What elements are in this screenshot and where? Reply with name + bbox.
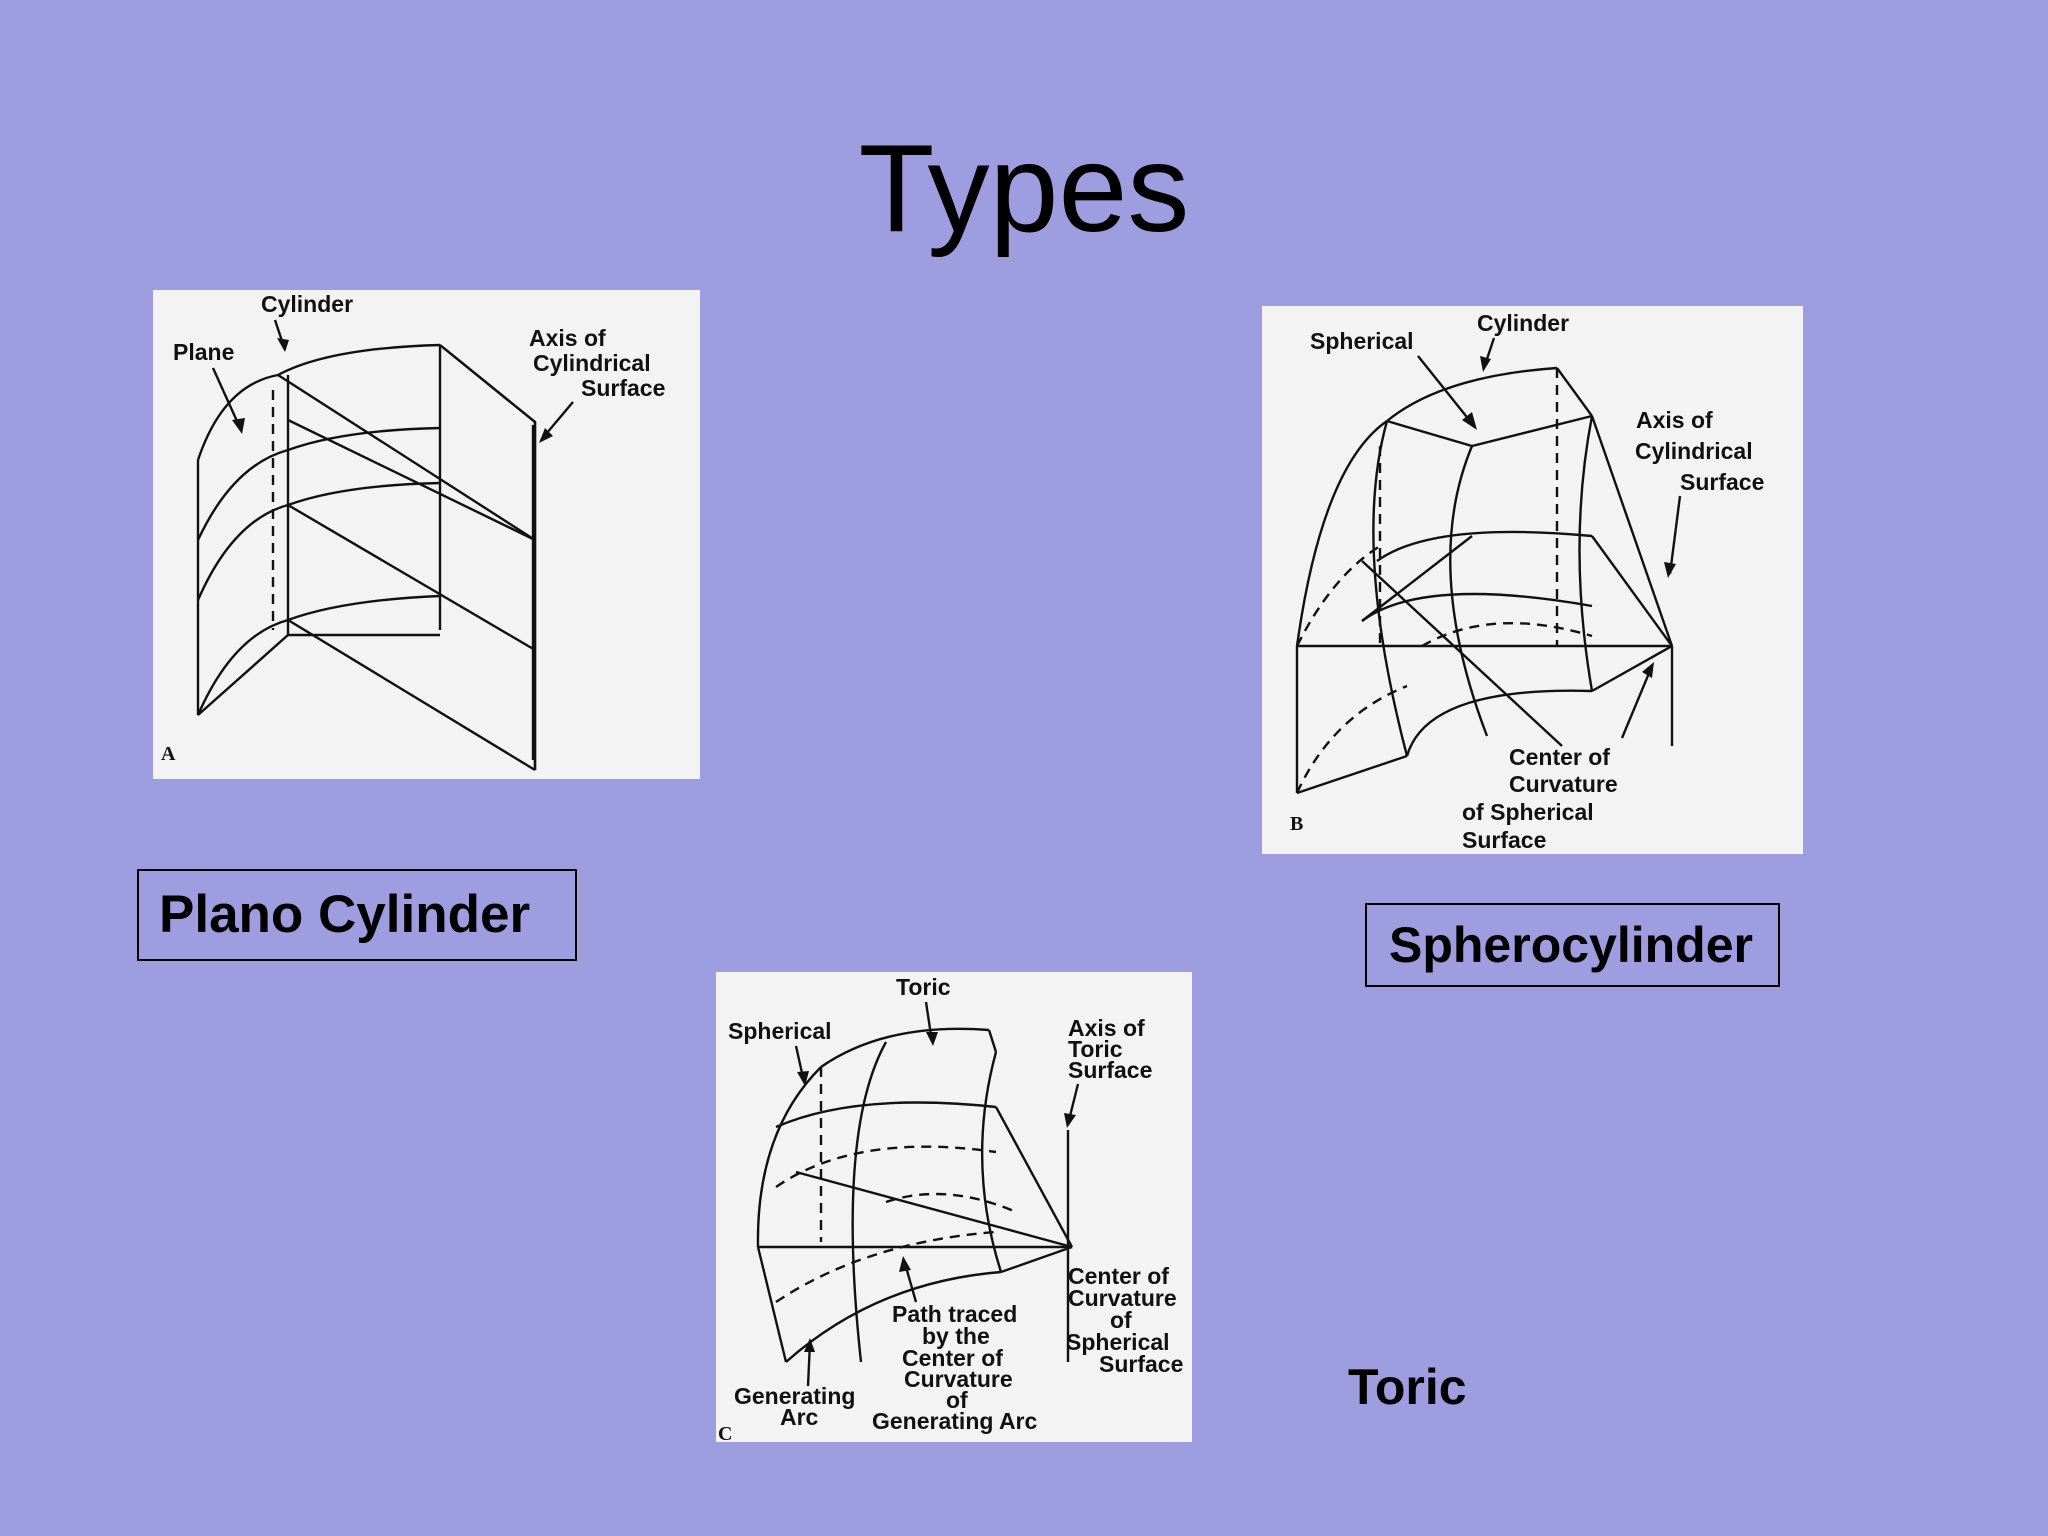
figure-b-spherocylinder: Spherical Cylinder Axis of Cylindrical S… [1262, 306, 1803, 854]
arrow-spherical [1417, 355, 1477, 430]
label-axis-3: Surface [1068, 1057, 1152, 1083]
label-path-4: Curvature [904, 1366, 1013, 1392]
plano-cylinder-shape [196, 343, 537, 772]
figure-letter-b: B [1290, 813, 1303, 835]
label-center-3: of [1110, 1307, 1132, 1333]
figure-letter-c: C [718, 1423, 732, 1442]
figure-c-toric: Toric Spherical Axis of Toric Surface Ce… [716, 972, 1192, 1442]
label-axis-1: Axis of [1068, 1015, 1145, 1041]
figure-c-diagram: Toric Spherical Axis of Toric Surface Ce… [718, 974, 1183, 1442]
caption-toric: Toric [1348, 1359, 1467, 1415]
spherocylinder-shape [1295, 366, 1674, 795]
label-center-2: Curvature [1509, 771, 1618, 797]
label-center-4: Surface [1462, 827, 1546, 853]
label-axis-2: Cylindrical [1635, 438, 1753, 464]
label-cylinder: Cylinder [1477, 310, 1569, 336]
arrow-center [1620, 662, 1654, 739]
arrow-path [899, 1256, 918, 1303]
label-center-2: Curvature [1068, 1285, 1177, 1311]
caption-plano-cylinder: Plano Cylinder [137, 869, 577, 961]
figure-b-diagram: Spherical Cylinder Axis of Cylindrical S… [1290, 310, 1764, 853]
arrow-toric [924, 1001, 938, 1046]
label-path-6: Generating Arc [872, 1408, 1038, 1434]
arrow-axis [1664, 495, 1682, 578]
arrow-spherical [794, 1045, 809, 1086]
label-center-1: Center of [1068, 1263, 1169, 1289]
label-spherical: Spherical [1310, 328, 1414, 354]
arrow-gen [804, 1338, 815, 1387]
label-path-1: Path traced [892, 1301, 1017, 1327]
label-center-4: Spherical [1066, 1329, 1170, 1355]
label-cylinder: Cylinder [261, 291, 353, 317]
label-center-5: Surface [1099, 1351, 1183, 1377]
label-plane: Plane [173, 339, 234, 365]
arrow-cylinder [273, 319, 289, 352]
label-path-2: by the [922, 1323, 990, 1349]
figure-a-diagram: Cylinder Plane Axis of Cylindrical Surfa… [161, 291, 665, 772]
arrow-plane [211, 367, 245, 434]
caption-spherocylinder: Spherocylinder [1365, 903, 1780, 987]
label-center-1: Center of [1509, 744, 1610, 770]
toric-shape [756, 1027, 1074, 1363]
label-axis-2: Cylindrical [533, 350, 651, 376]
label-gen-2: Arc [780, 1404, 819, 1430]
figure-letter-a: A [161, 743, 176, 765]
label-axis-3: Surface [1680, 469, 1764, 495]
arrow-cylinder [1480, 337, 1496, 372]
label-toric: Toric [896, 974, 951, 1000]
label-axis-2: Toric [1068, 1036, 1123, 1062]
label-axis-1: Axis of [529, 325, 606, 351]
arrow-axis [539, 401, 574, 443]
label-center-3: of Spherical [1462, 799, 1594, 825]
label-path-5: of [946, 1387, 968, 1413]
label-spherical: Spherical [728, 1018, 832, 1044]
label-axis-1: Axis of [1636, 407, 1713, 433]
slide-title: Types [858, 120, 1190, 258]
arrow-axis [1064, 1083, 1080, 1128]
label-axis-3: Surface [581, 375, 665, 401]
label-gen-1: Generating [734, 1383, 855, 1409]
figure-a-plano-cylinder: Cylinder Plane Axis of Cylindrical Surfa… [153, 290, 700, 779]
label-path-3: Center of [902, 1345, 1003, 1371]
